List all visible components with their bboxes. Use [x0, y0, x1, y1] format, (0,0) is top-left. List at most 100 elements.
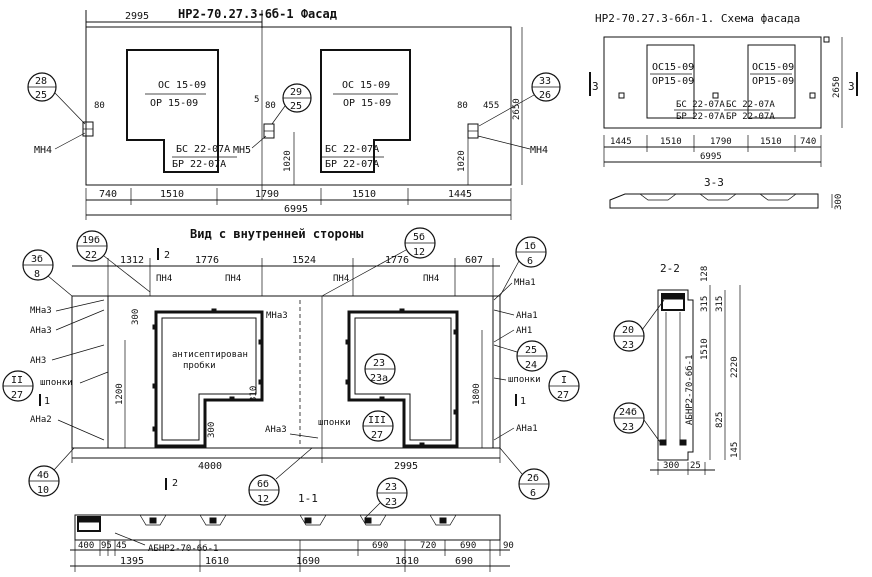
svg-text:23а: 23а — [370, 373, 388, 384]
inner-title: Вид с внутренней стороны — [190, 227, 364, 241]
svg-text:24: 24 — [525, 360, 537, 371]
inner-callout-5b-12: 5б 12 — [321, 227, 436, 297]
facade-op1-l1: ОС 15-09 — [158, 80, 206, 91]
inner-callout-19b-22: 19б 22 — [76, 230, 151, 293]
svg-text:23: 23 — [385, 482, 397, 493]
svg-text:4б: 4б — [37, 469, 49, 481]
scheme-panel — [603, 36, 822, 129]
scheme-height: 2650 — [832, 76, 842, 98]
inner-dim-b0: 4000 — [198, 461, 222, 472]
inner-sec2-top: 2 — [164, 250, 170, 261]
section11-r2-4: 690 — [455, 556, 473, 567]
scheme-title: НР2-70.27.3-6бл-1. Схема фасада — [595, 12, 800, 25]
scheme-section-title: 3-3 — [704, 176, 724, 189]
facade-title: НР2-70.27.3-6б-1 Фасад — [178, 7, 337, 21]
section22-d4: 2220 — [730, 356, 740, 378]
facade-mn5: МН5 — [233, 145, 251, 156]
section11-r2-3: 1610 — [395, 556, 419, 567]
svg-text:25: 25 — [525, 345, 537, 356]
scheme-dim-b4: 740 — [800, 137, 816, 147]
scheme-dim-total: 6995 — [700, 152, 722, 162]
svg-text:19б: 19б — [82, 234, 100, 246]
inner-callout-25-24: 25 24 — [493, 340, 548, 372]
inner-opening-2 — [347, 310, 459, 448]
facade-mn4-left: МН4 — [34, 145, 52, 156]
facade-op2-l2: ОР 15-09 — [343, 98, 391, 109]
svg-text:2б: 2б — [527, 472, 539, 484]
svg-text:27: 27 — [11, 390, 23, 401]
section11-label: АБНР2-70-6б-1 — [148, 543, 218, 554]
facade-mn4-right: МН4 — [530, 145, 548, 156]
inner-callout-1b-6: 1б 6 — [499, 236, 547, 297]
svg-text:22: 22 — [85, 250, 97, 261]
facade-d80c: 80 — [457, 101, 468, 111]
inner-left-mark-3: шпонки — [40, 378, 73, 388]
svg-text:12: 12 — [257, 494, 269, 505]
svg-text:I: I — [561, 375, 567, 386]
inner-callout-23-23a: 23 23а — [364, 353, 396, 385]
svg-text:23: 23 — [385, 497, 397, 508]
scheme-view: НР2-70.27.3-6бл-1. Схема фасада ОС15-09 … — [589, 12, 858, 210]
facade-dim-b2: 1790 — [255, 189, 279, 200]
facade-dim-b1: 1510 — [160, 189, 184, 200]
svg-text:25: 25 — [35, 90, 47, 101]
inner-left-mark-2: АН3 — [30, 356, 46, 366]
section22-callout-20-23: 20 23 — [613, 299, 665, 352]
inner-callout-6b-12: 6б 12 — [248, 447, 313, 506]
facade-opening-2 — [320, 49, 411, 173]
scheme-block-0: БС 22-07А — [676, 100, 725, 110]
section22-b1: 25 — [690, 461, 701, 471]
inner-left-mark-1: АНа3 — [30, 326, 52, 336]
inner-right-mark-3: шпонки — [508, 375, 541, 385]
scheme-op2-l1: ОС15-09 — [752, 62, 794, 73]
facade-op2-b2: БР 22-07А — [325, 159, 379, 170]
section11-title: 1-1 — [298, 492, 318, 505]
section-1-1: 1-1 23 23 АБНР2-70-6б-1 — [70, 477, 514, 572]
inner-mna3-center: МНа3 — [266, 311, 288, 321]
inner-d1200: 1200 — [115, 383, 125, 405]
facade-callout-28-25: 28 25 — [27, 72, 86, 125]
inner-dim-b1: 2995 — [394, 461, 418, 472]
inner-callout-2b-6: 2б 6 — [499, 447, 550, 500]
inner-ana3-center: АНа3 — [265, 425, 287, 435]
svg-text:23: 23 — [373, 358, 385, 369]
inner-sec1-left: 1 — [44, 396, 50, 407]
section11-r1-4: 720 — [420, 541, 436, 551]
inner-pn-3: ПН4 — [423, 274, 439, 284]
facade-op1-b2: БР 22-07А — [172, 159, 226, 170]
scheme-dim-b0: 1445 — [610, 137, 632, 147]
svg-text:28: 28 — [35, 76, 47, 87]
section11-callout-23-23: 23 23 — [364, 477, 408, 519]
scheme-section-dim: 300 — [834, 194, 844, 210]
svg-text:6: 6 — [530, 488, 536, 499]
inner-d300b: 300 — [207, 422, 217, 438]
inner-dim-t0: 1312 — [120, 255, 144, 266]
svg-text:6б: 6б — [257, 478, 269, 490]
facade-d80a: 80 — [94, 101, 105, 111]
inner-note-1: антисептирован — [172, 350, 248, 360]
section22-d3: 1510 — [700, 338, 710, 360]
section11-r1-1: 95 — [101, 541, 112, 551]
inner-sec1-right: 1 — [520, 396, 526, 407]
svg-text:1б: 1б — [524, 240, 536, 252]
section22-d1: 315 — [700, 296, 710, 312]
inner-left-mark-0: МНа3 — [30, 306, 52, 316]
svg-text:20: 20 — [622, 325, 634, 336]
facade-opening-1 — [126, 49, 219, 173]
facade-d1020b: 1020 — [457, 150, 467, 172]
scheme-block-3: БР 22-07А — [726, 112, 775, 122]
facade-dim-b3: 1510 — [352, 189, 376, 200]
facade-panel — [85, 26, 512, 186]
section11-r2-0: 1395 — [120, 556, 144, 567]
scheme-block-1: БР 22-07А — [676, 112, 725, 122]
svg-text:33: 33 — [539, 76, 551, 87]
inner-right-mark-1: АНа1 — [516, 311, 538, 321]
inner-right-mark-4: АНа1 — [516, 424, 538, 434]
section22-d5: 825 — [715, 412, 725, 428]
svg-text:23: 23 — [622, 340, 634, 351]
facade-callout-33-26: 33 26 — [478, 72, 561, 127]
svg-text:26: 26 — [539, 90, 551, 101]
facade-d455: 455 — [483, 101, 499, 111]
inner-dim-t4: 607 — [465, 255, 483, 266]
svg-text:27: 27 — [371, 430, 383, 441]
